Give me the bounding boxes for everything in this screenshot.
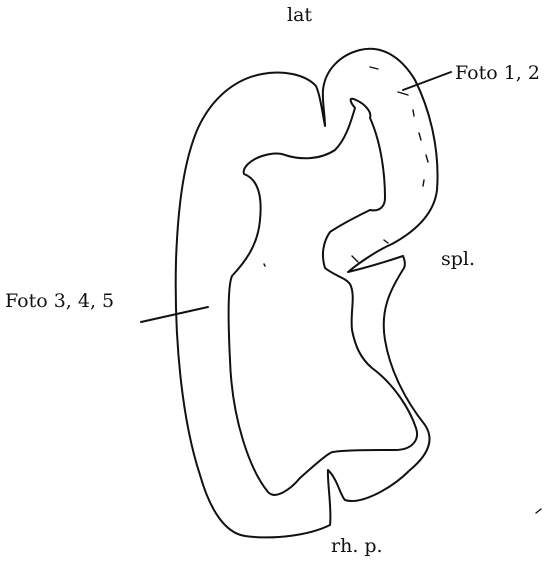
outer-contour xyxy=(176,49,438,538)
label-lat: lat xyxy=(287,6,312,25)
label-spl: spl. xyxy=(441,250,475,269)
label-rh-p: rh. p. xyxy=(331,537,383,556)
stray-mark xyxy=(536,509,541,513)
leader-foto-1-2 xyxy=(403,72,451,90)
label-foto-3-4-5: Foto 3, 4, 5 xyxy=(5,292,114,311)
leader-foto-3-4-5 xyxy=(141,307,208,322)
label-foto-1-2: Foto 1, 2 xyxy=(455,64,540,83)
